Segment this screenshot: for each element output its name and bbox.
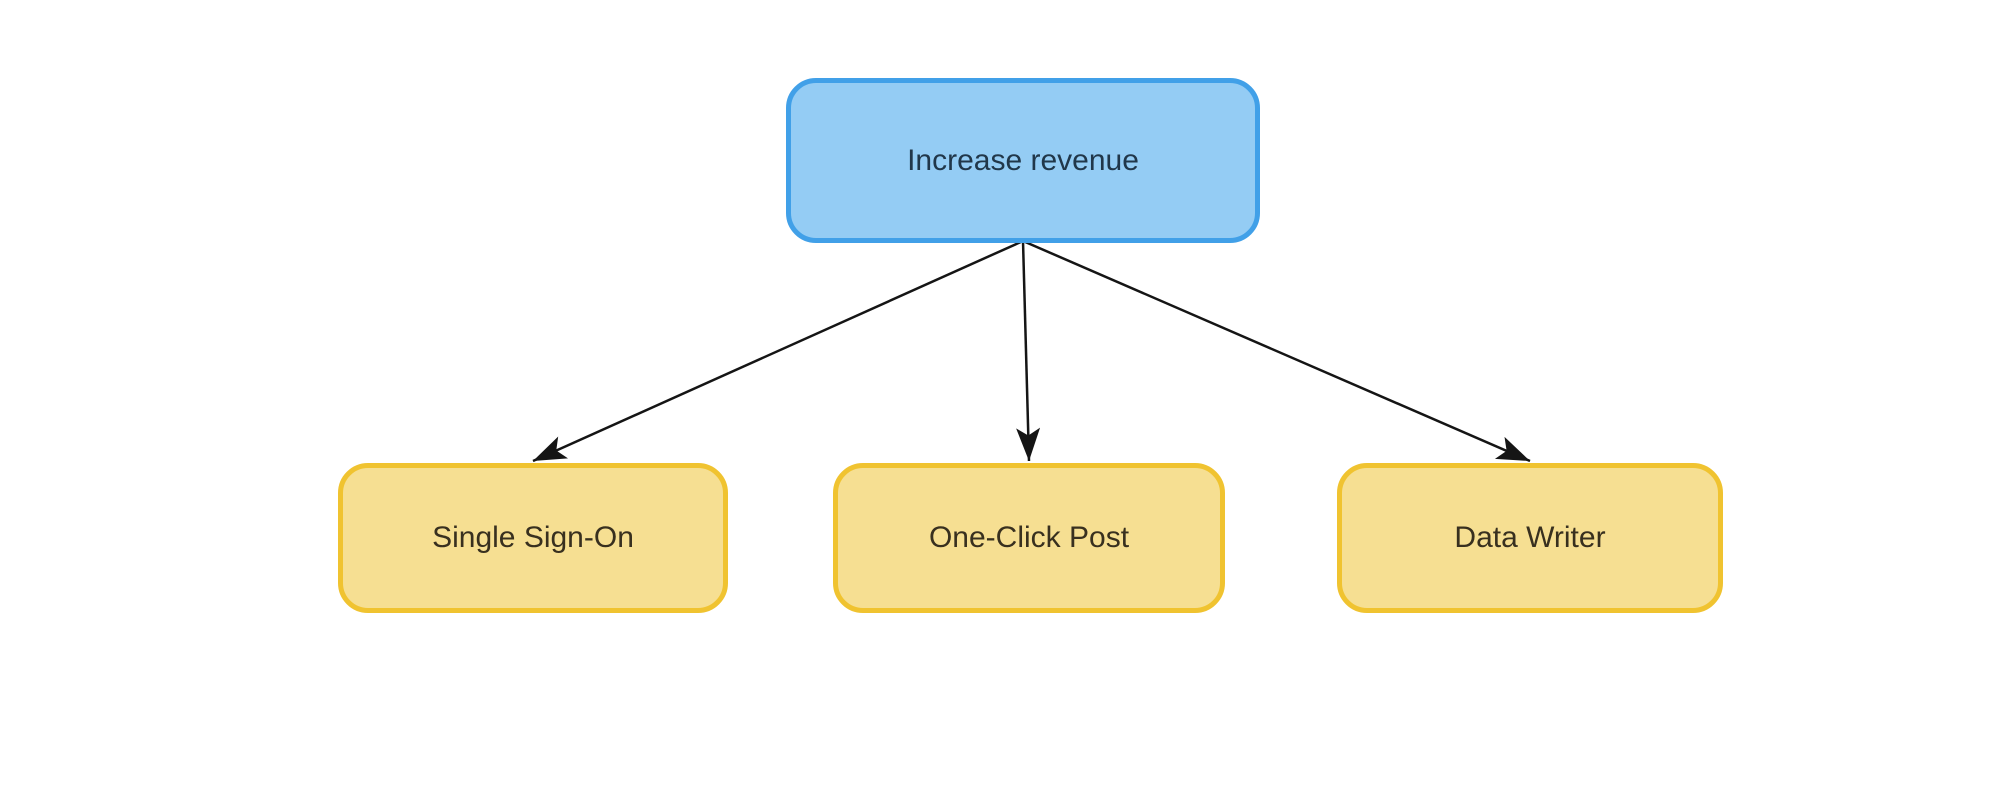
node-increase-revenue[interactable]: Increase revenue bbox=[786, 78, 1260, 243]
node-label: One-Click Post bbox=[928, 521, 1130, 554]
edge-arrow bbox=[532, 239, 1024, 463]
node-label: Data Writer bbox=[1454, 521, 1606, 554]
node-one-click-post[interactable]: One-Click Post bbox=[833, 463, 1225, 613]
node-data-writer[interactable]: Data Writer bbox=[1337, 463, 1723, 613]
node-label: Single Sign-On bbox=[432, 521, 634, 554]
edge-arrow bbox=[1022, 239, 1531, 463]
edge-arrow bbox=[1016, 240, 1041, 462]
node-label: Increase revenue bbox=[907, 143, 1139, 177]
node-single-sign-on[interactable]: Single Sign-On bbox=[338, 463, 728, 613]
